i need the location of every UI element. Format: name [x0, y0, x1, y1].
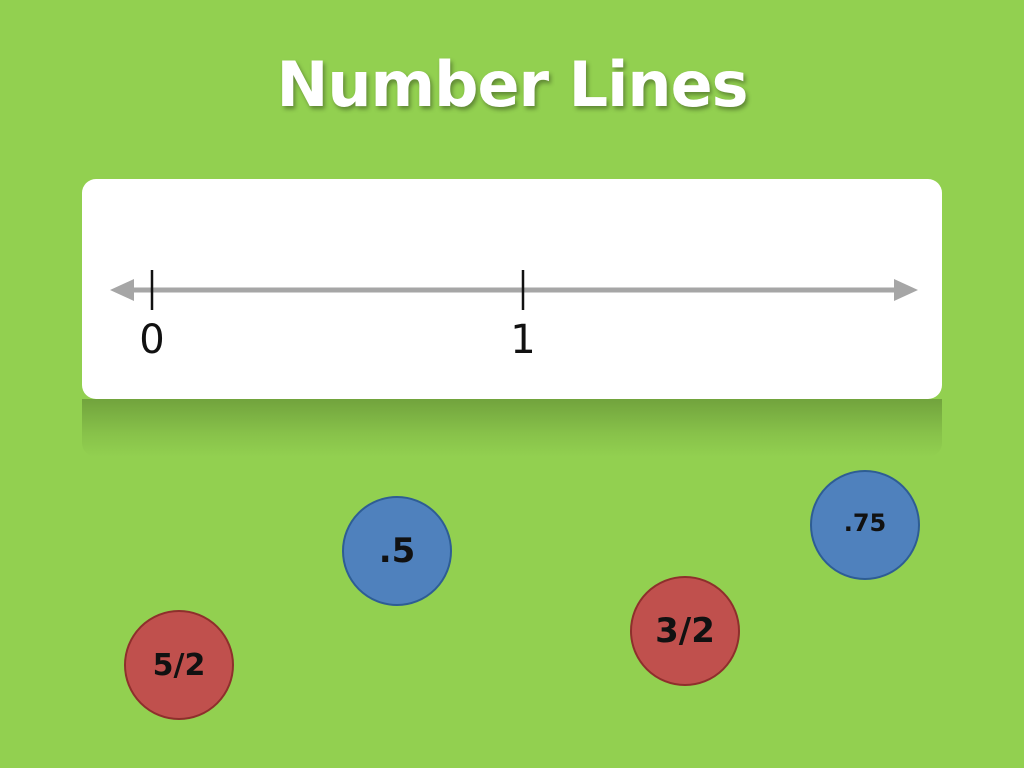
token-label: 3/2: [655, 611, 715, 651]
token-three-halves[interactable]: 3/2: [630, 576, 740, 686]
token-point-75[interactable]: .75: [810, 470, 920, 580]
tick-label-0: 0: [139, 317, 165, 363]
token-point-5[interactable]: .5: [342, 496, 452, 606]
token-label: .5: [378, 531, 416, 571]
number-line-left-arrow: [110, 279, 134, 301]
tick-label-1: 1: [510, 317, 536, 363]
panel-reflection: [82, 399, 942, 457]
token-label: 5/2: [152, 647, 206, 683]
number-line-right-arrow: [894, 279, 918, 301]
number-line: [110, 270, 918, 310]
slide-title: Number Lines: [276, 48, 748, 121]
token-five-halves[interactable]: 5/2: [124, 610, 234, 720]
token-label: .75: [843, 509, 887, 537]
